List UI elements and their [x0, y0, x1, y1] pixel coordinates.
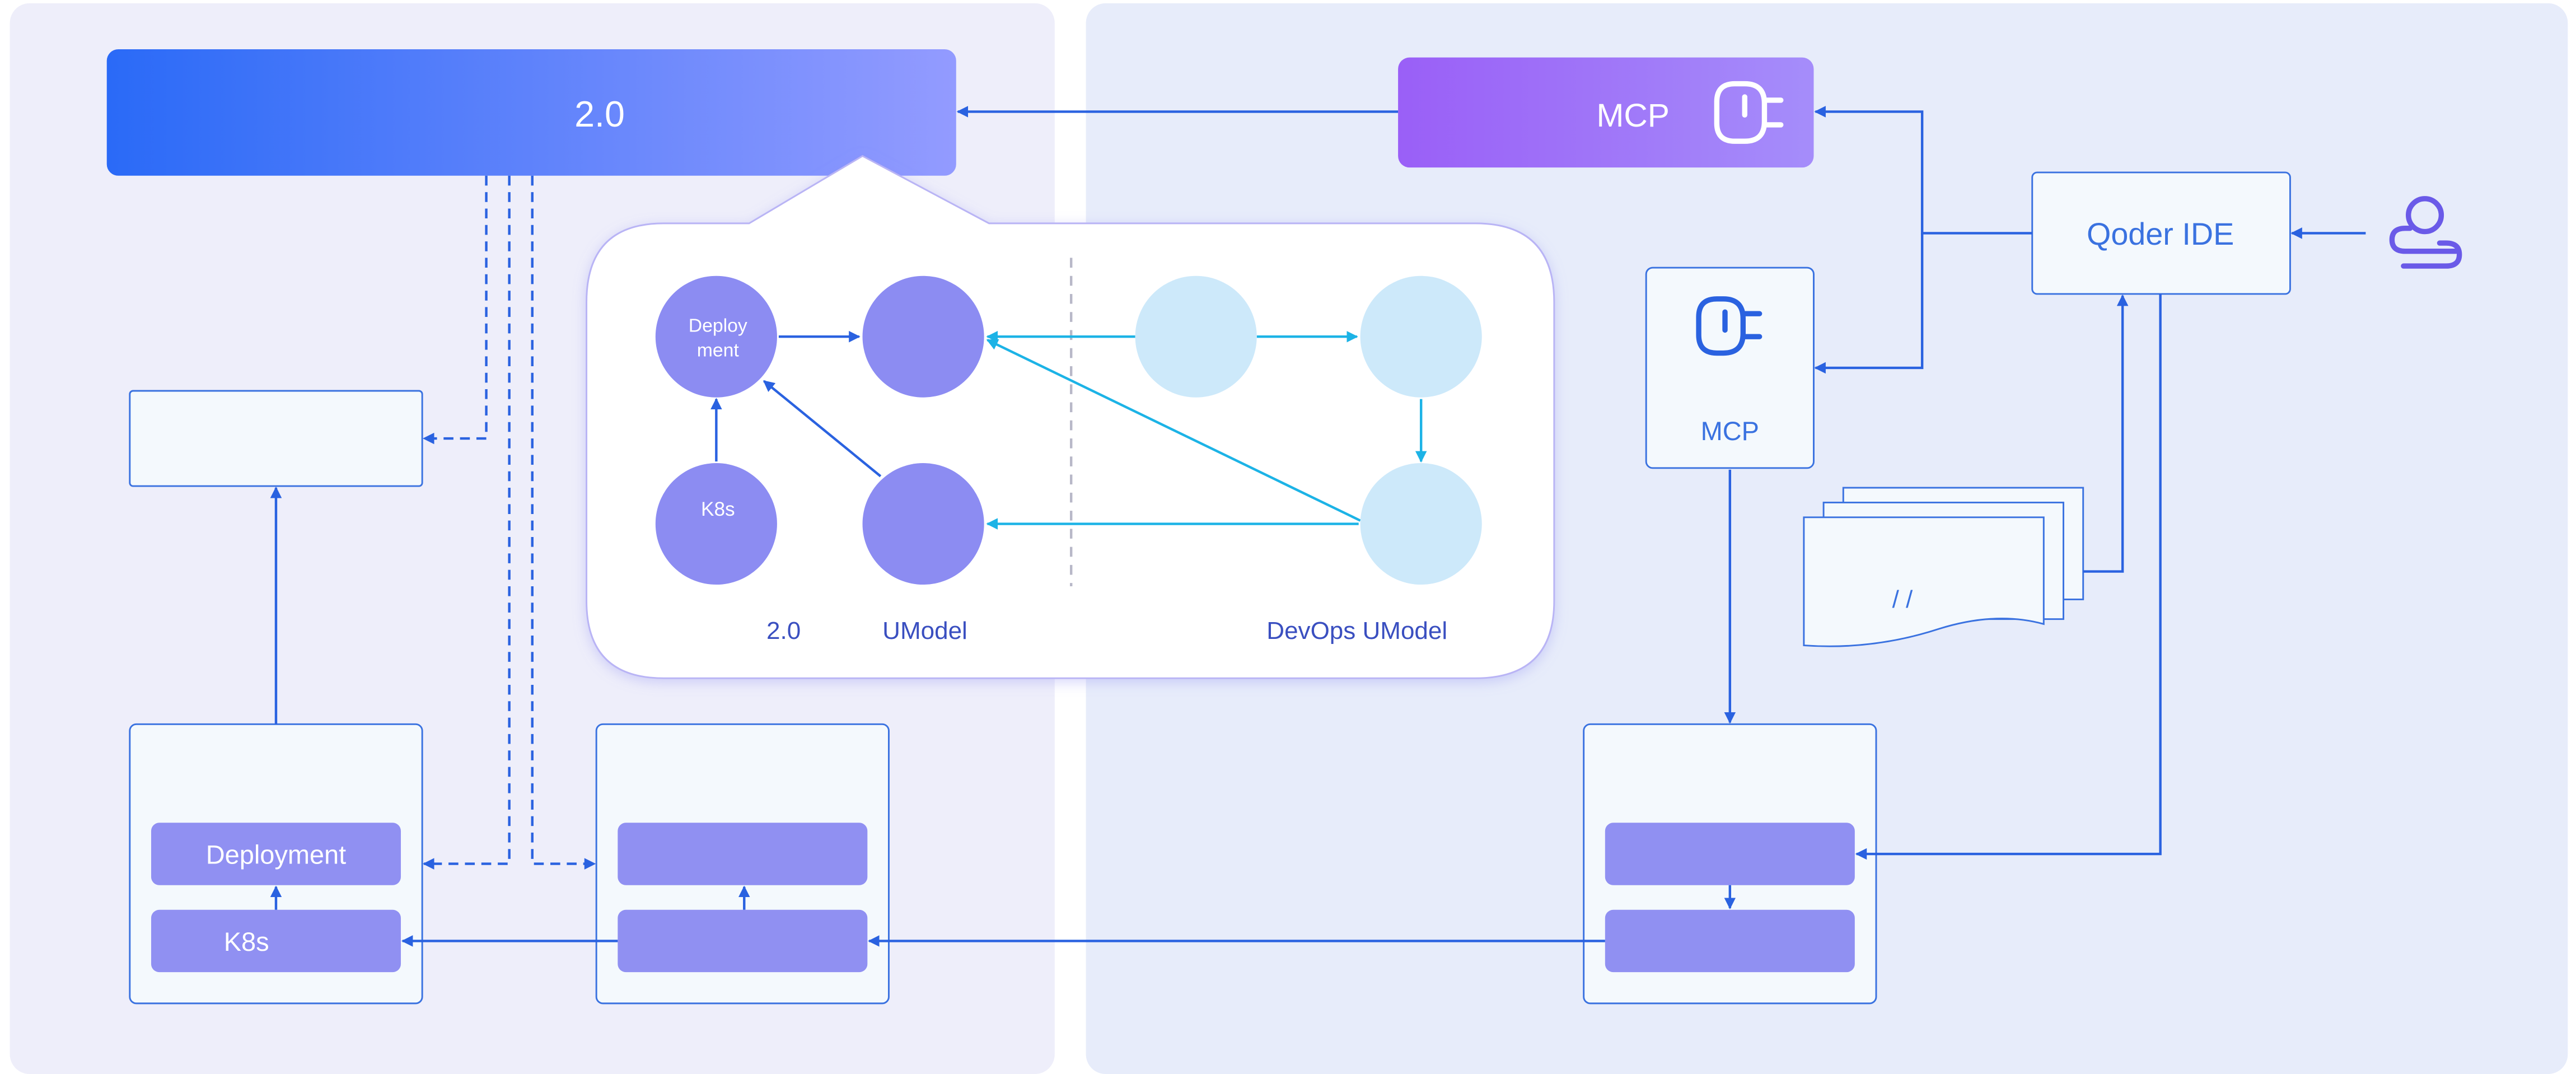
- deployment-pill-label: Deployment: [206, 840, 346, 870]
- node-deployment: [655, 275, 777, 398]
- edge-c3-to-p2: [986, 339, 1361, 522]
- platform-banner-label: 2.0: [574, 94, 625, 134]
- umodel-card: [586, 155, 1555, 679]
- plug-icon: [1696, 296, 1762, 356]
- mid-bottom-pill: [618, 909, 868, 973]
- tools-top-pill: [1605, 823, 1855, 885]
- caption-umodel: UModel: [882, 617, 967, 645]
- node-devops-1: [1135, 275, 1257, 398]
- mcp-banner: [1398, 57, 1814, 168]
- k8s-pill-label: K8s: [224, 927, 269, 956]
- node-deployment-label-1: Deploy: [689, 315, 747, 336]
- node-devops-2: [1360, 275, 1482, 398]
- plug-icon: [1714, 81, 1784, 144]
- node-deployment-label-2: ment: [697, 339, 740, 361]
- docs-to-qoder-arrow: [2083, 294, 2129, 573]
- platform-banner: [106, 49, 956, 176]
- caption-devops-umodel: DevOps UModel: [1266, 617, 1447, 645]
- k8s-pill: [151, 909, 401, 973]
- document-stack-icon: [1803, 487, 2084, 647]
- mid-top-pill: [618, 823, 868, 885]
- edge-p4-to-deployment: [763, 380, 882, 478]
- banner-to-infra-dashed-arrow: [422, 175, 511, 870]
- qoder-to-mcp-box-arrow: [1814, 233, 1924, 374]
- mcp-box-label: MCP: [1701, 417, 1759, 446]
- tools-bottom-pill: [1605, 909, 1855, 973]
- mcp-box: [1645, 267, 1815, 469]
- node-umodel-4: [862, 463, 984, 585]
- docs-label: / /: [1892, 586, 1913, 613]
- node-k8s: [655, 463, 777, 585]
- node-umodel-2: [862, 275, 984, 398]
- node-k8s-label: K8s: [701, 498, 735, 520]
- deployment-pill: [151, 823, 401, 885]
- caption-version: 2.0: [766, 617, 801, 645]
- mcp-banner-label: MCP: [1597, 97, 1670, 134]
- qoder-to-mcp-banner-arrow: [1814, 106, 2032, 235]
- qoder-ide-label: Qoder IDE: [2087, 217, 2234, 251]
- banner-to-info-dashed-arrow: [422, 175, 488, 445]
- info-box: [129, 390, 423, 487]
- node-devops-3: [1360, 463, 1482, 585]
- qoder-to-tools-arrow: [1855, 293, 2162, 860]
- user-icon: [2389, 196, 2462, 269]
- banner-to-mid-dashed-arrow: [531, 175, 596, 870]
